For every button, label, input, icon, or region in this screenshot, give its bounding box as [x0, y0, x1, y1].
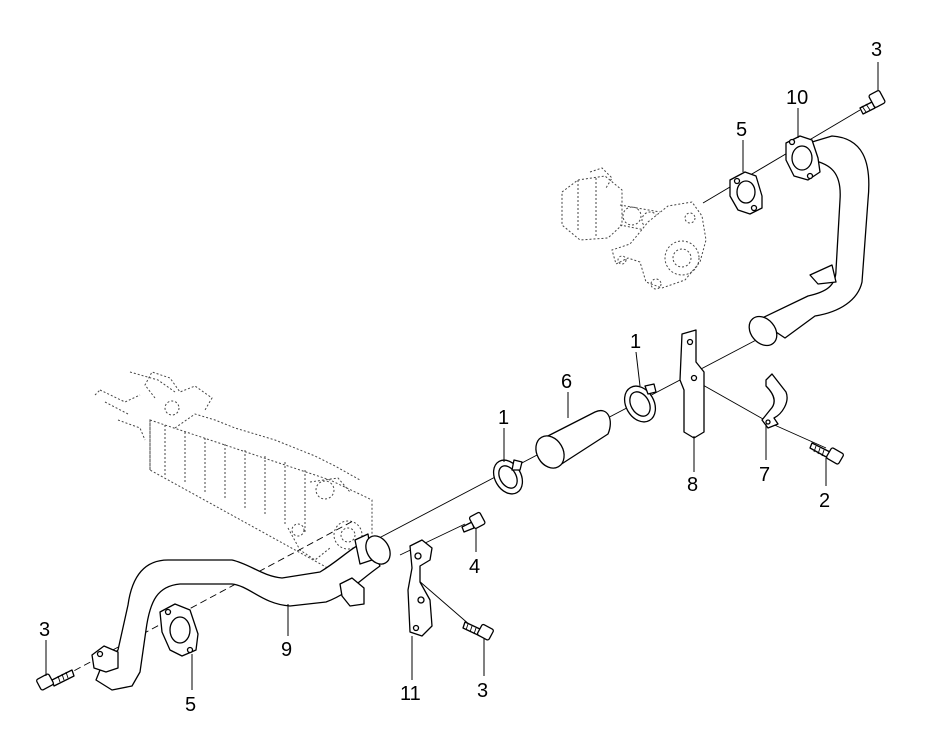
clip-7 [761, 373, 788, 429]
callout-5-upper: 5 [736, 119, 747, 141]
gasket-5-lower [159, 603, 199, 657]
lower-egr-pipe-9 [91, 533, 391, 691]
bracket-8 [679, 329, 705, 439]
callout-2: 2 [819, 490, 830, 512]
callout-1-right: 1 [630, 331, 641, 353]
bolt-3-bottom [462, 621, 494, 641]
callout-10: 10 [786, 87, 808, 109]
callout-3-bottom: 3 [477, 680, 488, 702]
bolt-2 [809, 442, 844, 465]
callout-5-lower: 5 [185, 694, 196, 716]
bolt-4 [461, 511, 486, 533]
callout-labels: 3 10 5 1 6 1 8 7 2 4 3 9 5 11 3 [39, 39, 882, 716]
bolt-3-top [859, 90, 886, 115]
callout-1-left: 1 [498, 407, 509, 429]
gasket-5-upper [729, 171, 763, 215]
callout-11: 11 [400, 683, 421, 705]
gasket-10 [785, 135, 821, 181]
callout-3-top: 3 [871, 39, 882, 61]
bolt-3-left [36, 669, 75, 691]
callout-8: 8 [687, 474, 698, 496]
hose-6 [535, 410, 611, 469]
bracket-11 [407, 539, 433, 637]
clamp-1-right [623, 383, 657, 423]
callout-9: 9 [281, 639, 292, 661]
leader-lines [45, 62, 879, 690]
egr-cooler-outline [94, 371, 373, 573]
clamp-1-left [492, 459, 524, 495]
egr-valve-outline [561, 167, 707, 290]
callout-6: 6 [561, 371, 572, 393]
callout-3-left: 3 [39, 619, 50, 641]
callout-4: 4 [469, 556, 480, 578]
upper-egr-pipe [748, 135, 870, 347]
callout-7: 7 [759, 464, 770, 486]
